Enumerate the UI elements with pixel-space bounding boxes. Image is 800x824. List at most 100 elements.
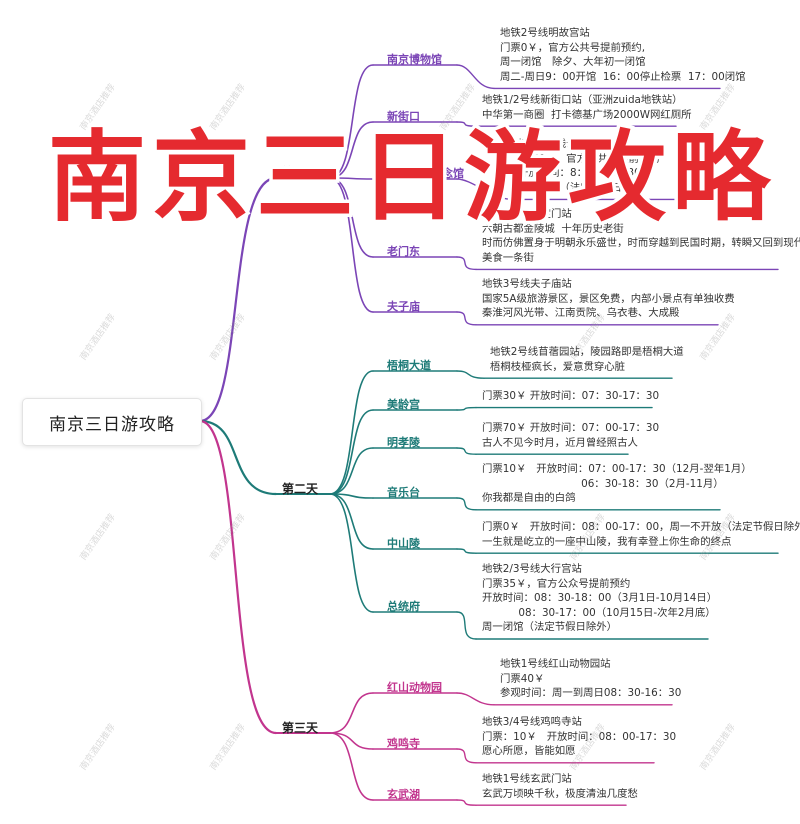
attraction-node[interactable]: 明孝陵	[387, 436, 420, 449]
day-1-node[interactable]: 第一天	[282, 163, 318, 180]
attraction-node[interactable]: 美龄宫	[387, 398, 420, 411]
edge-day-1-node-1	[329, 64, 374, 179]
edge-day-1-node-2	[329, 121, 374, 179]
edge-root-to-day-1	[198, 176, 278, 423]
note-line: 地铁2号线明故宫站	[500, 27, 590, 39]
attraction-node[interactable]: 红山动物园	[387, 681, 442, 694]
edge-root-to-day-2	[198, 419, 278, 496]
note-line: 中华第一商圈 打卡德基广场2000W网红厕所	[482, 108, 692, 121]
note-line: 门票0￥ 开放时间：08：00-17：00，周一不开放（法定节假日除外）	[482, 521, 800, 533]
attraction-note: 地铁1/2号线新街口站（亚洲zuida地铁站） 中华第一商圈 打卡德基广场2000…	[482, 93, 692, 122]
note-line: 一生就是屹立的一座中山陵，我有幸登上你生命的终点	[482, 535, 732, 548]
edge-node-to-note	[456, 799, 477, 806]
edge-node-to-note	[456, 611, 477, 640]
note-line: 国家5A级旅游景区，景区免费，内部小景点有单独收费	[482, 292, 735, 305]
note-line: 地铁1号线玄武门站	[482, 773, 572, 785]
attraction-note: 地铁1号线红山动物园站门票40￥ 参观时间：周一到周日08：30-16：30	[500, 657, 681, 701]
attraction-node[interactable]: 鸡鸣寺	[387, 737, 420, 750]
note-line: 地铁1/2号线新街口站（亚洲zuida地铁站）	[482, 94, 683, 106]
attraction-node[interactable]: 夫子庙	[387, 300, 420, 313]
attraction-note: 地铁2号线苜蓿园站，陵园路即是梧桐大道梧桐枝桠疯长，爱意贯穿心脏	[490, 345, 684, 374]
note-line: 门票40￥	[500, 672, 545, 685]
note-line: 开放时间：8：30-16：30	[518, 167, 641, 180]
note-line: 地铁1号线红山动物园站	[500, 658, 611, 670]
note-line: 秦淮河风光带、江南贡院、乌衣巷、大成殿	[482, 307, 680, 320]
note-line: 门票0￥，官方公共号提前预约	[518, 152, 660, 165]
edge-node-to-note	[456, 692, 495, 706]
note-line: 参观时间：周一到周日08：30-16：30	[500, 687, 682, 700]
edge-node-to-note	[456, 121, 477, 127]
note-line: 门票30￥ 开放时间：07：30-17：30	[482, 390, 660, 402]
day-2-label: 第二天	[282, 482, 319, 496]
edge-node-to-note	[456, 748, 477, 764]
edge-day-2-node-1	[329, 370, 374, 495]
edge-node-to-note	[456, 64, 495, 90]
note-line: 周二-周日9：00开馆 16：00停止检票 17：00闭馆	[500, 70, 746, 83]
edge-node-to-note	[456, 406, 477, 411]
note-line: 周一闭馆（法定节假日除外）	[518, 181, 654, 194]
edge-node-to-note	[456, 497, 477, 511]
note-line: 六朝古都金陵城 十年历史老街	[482, 222, 624, 235]
edge-day-1-node-3	[329, 177, 374, 180]
note-line: 时而仿佛置身于明朝永乐盛世，时而穿越到民国时期，转瞬又回到现代	[482, 237, 800, 250]
attraction-note: 地铁3/4号线鸡鸣寺站门票：10￥ 开放时间：08：00-17：30 愿心所愿，皆…	[482, 715, 676, 759]
attraction-node[interactable]: 梧桐大道	[387, 359, 431, 372]
day-2-node[interactable]: 第二天	[282, 480, 318, 497]
edge-day-3-node-3	[329, 732, 374, 801]
note-line: 周一闭馆 除夕、大年初一闭馆	[500, 56, 646, 69]
day-3-node[interactable]: 第三天	[282, 719, 318, 736]
attraction-node[interactable]: 遇难同胞纪念馆	[387, 167, 464, 180]
note-line: 地铁3号线夫子庙站	[482, 278, 572, 290]
attraction-note: 地铁2号线明故宫站门票0￥，官方公共号提前预约, 周一闭馆 除夕、大年初一闭馆周二…	[500, 26, 746, 84]
note-line: 地铁2号线云锦路站	[518, 138, 608, 150]
note-line: 美食一条街	[482, 251, 534, 264]
edge-day-1-node-5	[329, 177, 374, 313]
note-line: 玄武万顷映千秋，极度清浊几度愁	[482, 787, 638, 800]
edge-day-3-node-1	[329, 692, 374, 734]
note-line: 梧桐枝桠疯长，爱意贯穿心脏	[490, 360, 626, 373]
attraction-node[interactable]: 新街口	[387, 110, 420, 123]
note-line: 愿心所愿，皆能如愿	[482, 745, 576, 758]
root-node[interactable]: 南京三日游攻略	[22, 398, 202, 446]
note-line: 门票：10￥ 开放时间：08：00-17：30	[482, 730, 677, 743]
note-line: 地铁3/4号线鸡鸣寺站	[482, 716, 582, 728]
edge-day-2-node-2	[329, 409, 374, 495]
note-line: 地铁2号线苜蓿园站，陵园路即是梧桐大道	[490, 346, 684, 358]
note-line: 地铁3号线武定门站	[482, 208, 572, 220]
attraction-node[interactable]: 老门东	[387, 245, 420, 258]
note-line: 地铁2/3号线大行宫站	[482, 563, 582, 575]
note-line: 06：30-18：30（2月-11月）	[482, 477, 724, 490]
attraction-node[interactable]: 中山陵	[387, 537, 420, 550]
attraction-node[interactable]: 音乐台	[387, 486, 420, 499]
note-line: 08：30-17：00（10月15日-次年2月底）	[482, 606, 716, 619]
note-line: 你我都是自由的白鸽	[482, 492, 576, 505]
attraction-node[interactable]: 总统府	[387, 600, 420, 613]
edge-node-to-note	[456, 256, 477, 271]
edge-root-to-day-3	[198, 419, 278, 735]
attraction-note: 门票0￥ 开放时间：08：00-17：00，周一不开放（法定节假日除外） 一生就是…	[482, 520, 800, 549]
edge-day-2-node-4	[329, 493, 374, 499]
edge-day-1-node-4	[329, 177, 374, 258]
edge-node-to-note	[456, 370, 485, 379]
note-line: 门票0￥，官方公共号提前预约,	[500, 41, 645, 54]
note-line: 门票35￥，官方公众号提前预约	[482, 577, 631, 590]
attraction-note: 地铁2/3号线大行宫站门票35￥，官方公众号提前预约开放时间：08：30-18：…	[482, 562, 717, 635]
edge-day-2-node-3	[329, 447, 374, 495]
attraction-note: 门票30￥ 开放时间：07：30-17：30	[482, 389, 659, 404]
attraction-node[interactable]: 南京博物馆	[387, 53, 442, 66]
day-3-label: 第三天	[282, 721, 319, 735]
attraction-node[interactable]: 玄武湖	[387, 788, 420, 801]
note-line: 周一闭馆（法定节假日除外）	[482, 621, 618, 634]
note-line: 门票10￥ 开放时间：07：00-17：30（12月-翌年1月）	[482, 463, 752, 475]
overlay-title: 南京三日游攻略	[44, 118, 777, 239]
note-line: 开放时间：08：30-18：00（3月1日-10月14日）	[482, 592, 718, 605]
root-node-label: 南京三日游攻略	[49, 414, 175, 435]
edge-day-2-node-6	[329, 493, 374, 613]
note-line: 门票70￥ 开放时间：07：00-17：30	[482, 422, 660, 434]
edge-node-to-note	[456, 548, 477, 554]
attraction-note: 地铁3号线武定门站六朝古都金陵城 十年历史老街时而仿佛置身于明朝永乐盛世，时而穿…	[482, 207, 800, 265]
attraction-note: 门票10￥ 开放时间：07：00-17：30（12月-翌年1月） 06：30-1…	[482, 462, 752, 506]
